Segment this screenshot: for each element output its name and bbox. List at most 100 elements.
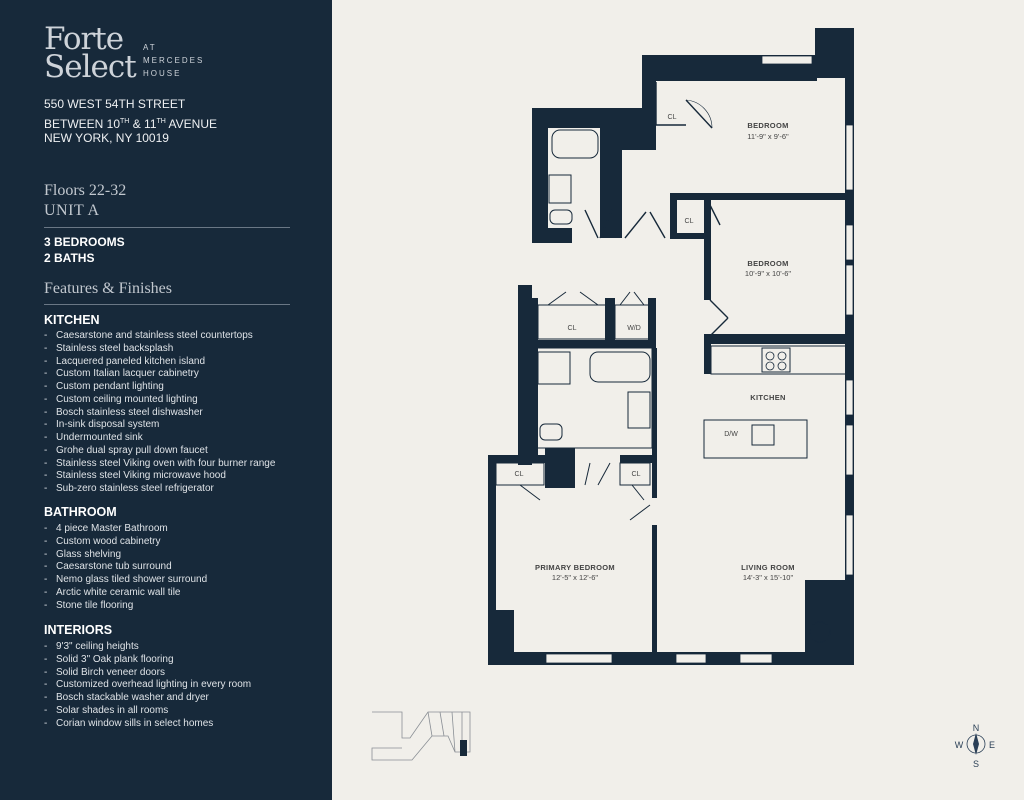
- closet-outline: [655, 82, 686, 126]
- burner-icon: [777, 361, 787, 371]
- wall: [532, 228, 572, 243]
- list-item: Custom Italian lacquer cabinetry: [44, 368, 275, 381]
- key-plan-outline: [371, 711, 471, 761]
- list-item: Bosch stackable washer and dryer: [44, 692, 251, 705]
- washer-dryer-label: W/D: [627, 325, 641, 332]
- closet-label: CL: [515, 471, 524, 478]
- brand-house: HOUSE: [143, 69, 182, 78]
- features-title: Features & Finishes: [44, 280, 172, 297]
- list-item: Grohe dual spray pull down faucet: [44, 445, 275, 458]
- list-item: 4 piece Master Bathroom: [44, 523, 207, 536]
- bathtub-icon: [551, 129, 599, 159]
- section-title-kitchen: KITCHEN: [44, 313, 100, 327]
- wall: [605, 298, 615, 343]
- compass-needle: [973, 733, 979, 755]
- window: [845, 379, 854, 416]
- building-key-plan: [371, 711, 471, 761]
- brand-mercedes: MERCEDES: [143, 56, 205, 65]
- brand-at: AT: [143, 43, 157, 52]
- window: [675, 653, 707, 664]
- list-item: Lacquered paneled kitchen island: [44, 356, 275, 369]
- address-street: 550 WEST 54TH STREET: [44, 96, 185, 113]
- list-item: 9'3" ceiling heights: [44, 641, 251, 654]
- brand-line-1: Forte: [44, 21, 124, 57]
- bathroom-list: 4 piece Master Bathroom Custom wood cabi…: [44, 523, 207, 612]
- interior-lines: [495, 82, 848, 643]
- wall: [670, 193, 850, 200]
- door-swing: [624, 211, 666, 239]
- burner-icon: [765, 351, 775, 361]
- list-item: Glass shelving: [44, 549, 207, 562]
- list-item: Custom pendant lighting: [44, 381, 275, 394]
- divider: [44, 227, 290, 228]
- door-swing: [685, 99, 713, 129]
- compass-west: W: [955, 740, 964, 750]
- door-swing: [584, 209, 613, 239]
- unit-baths: 2 BATHS: [44, 251, 95, 265]
- door-swing: [547, 291, 645, 306]
- section-title-bathroom: BATHROOM: [44, 505, 117, 519]
- sink-icon: [751, 424, 775, 446]
- bathtub-icon: [589, 351, 651, 383]
- door-swing: [709, 204, 721, 226]
- between-sup-2: TH: [156, 118, 166, 125]
- wall: [704, 200, 711, 300]
- address-city: NEW YORK, NY 10019: [44, 130, 169, 147]
- closet-outline: [619, 462, 651, 486]
- unit-bedrooms: 3 BEDROOMS: [44, 235, 125, 249]
- address-city-text: NEW YORK, NY 10019: [44, 131, 169, 145]
- unit-floors: Floors 22-32: [44, 182, 127, 199]
- window: [845, 514, 854, 576]
- kitchen-list: Caesarstone and stainless steel countert…: [44, 330, 275, 496]
- compass-east: E: [989, 740, 995, 750]
- sidebar: Forte Select AT MERCEDES HOUSE 550 WEST …: [0, 0, 332, 800]
- room-bedroom-1-dims: 11'-9" x 9'-6": [747, 132, 789, 141]
- window: [761, 55, 813, 65]
- kitchen-counter: [710, 345, 848, 375]
- list-item: Solar shades in all rooms: [44, 705, 251, 718]
- list-item: Stainless steel Viking microwave hood: [44, 470, 275, 483]
- kitchen-island: [703, 419, 808, 459]
- compass-north: N: [973, 723, 980, 733]
- window: [845, 224, 854, 261]
- list-item: Stainless steel Viking oven with four bu…: [44, 458, 275, 471]
- unit-name: UNIT A: [44, 202, 100, 219]
- address-between: BETWEEN 10TH & 11TH AVENUE: [44, 113, 217, 133]
- wall: [528, 340, 653, 348]
- key-plan-units: [427, 711, 463, 753]
- room-living-dims: 14'-3" x 15'-10": [743, 573, 794, 582]
- dishwasher-label: D/W: [724, 431, 738, 438]
- wall: [670, 233, 710, 239]
- toilet-icon: [549, 209, 573, 225]
- wall: [488, 455, 496, 665]
- wall: [620, 108, 656, 150]
- wall: [488, 652, 854, 665]
- door-swing: [519, 462, 651, 521]
- sink-icon: [548, 174, 572, 204]
- list-item: Sub-zero stainless steel refrigerator: [44, 483, 275, 496]
- room-bedroom-2-dims: 10'-9" x 10'-6": [745, 269, 791, 278]
- door-arc: [685, 99, 713, 129]
- wall: [704, 334, 850, 344]
- range-burners: [765, 351, 787, 371]
- room-bedroom-1-name: BEDROOM: [747, 121, 788, 130]
- window: [845, 264, 854, 316]
- range-icon: [761, 347, 791, 373]
- wall: [652, 348, 657, 498]
- brand-line-2: Select: [44, 49, 137, 85]
- wall: [545, 448, 575, 488]
- list-item: Arctic white ceramic wall tile: [44, 587, 207, 600]
- wall: [530, 298, 538, 343]
- room-kitchen-name: KITCHEN: [750, 393, 785, 402]
- wall: [532, 108, 622, 128]
- wall: [805, 580, 854, 665]
- list-item: Bosch stainless steel dishwasher: [44, 407, 275, 420]
- wall: [518, 330, 538, 460]
- between-mid: & 11: [129, 117, 157, 131]
- door-swing: [709, 299, 729, 337]
- section-title-interiors: INTERIORS: [44, 623, 113, 637]
- list-item: Custom ceiling mounted lighting: [44, 394, 275, 407]
- toilet-icon: [539, 423, 563, 441]
- room-bedroom-2-name: BEDROOM: [747, 259, 788, 268]
- compass-south: S: [973, 759, 979, 769]
